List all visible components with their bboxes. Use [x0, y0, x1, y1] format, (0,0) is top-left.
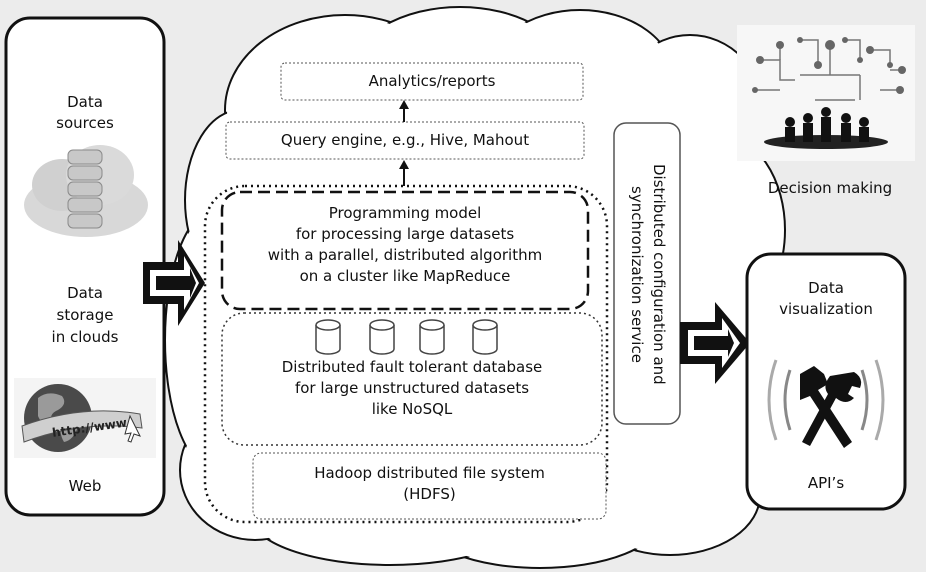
data-visualization-label: Data visualization — [779, 279, 873, 318]
analytics-label: Analytics/reports — [368, 72, 496, 90]
decision-making-label: Decision making — [767, 179, 893, 197]
analytics-box — [280, 62, 584, 101]
query-engine-label: Query engine, e.g., Hive, Mahout — [280, 131, 530, 149]
programming-model-box — [220, 190, 590, 311]
web-globe-icon: http://www — [14, 378, 156, 458]
cylinder-icon-2 — [369, 319, 395, 355]
cloud-storage-icon — [24, 145, 148, 237]
query-engine-box — [225, 121, 585, 160]
data-sources-label: Data sources — [56, 93, 114, 132]
sync-service-box — [613, 122, 681, 425]
cylinder-icon-4 — [472, 319, 498, 355]
arrow-model-to-query-head — [399, 160, 409, 169]
sync-service-label: Distributed configuration and synchroniz… — [628, 163, 668, 385]
web-label: Web — [68, 477, 102, 495]
right-arrow — [680, 302, 750, 384]
api-tools-icon — [767, 359, 885, 448]
hdfs-box — [252, 452, 607, 520]
arrow-query-to-analytics-head — [399, 100, 409, 109]
decision-making-network-icon — [737, 25, 915, 161]
cylinder-icon-1 — [315, 319, 341, 355]
hdfs-label: Hadoop distributed file system (HDFS) — [314, 464, 545, 503]
data-storage-label: Data storage in clouds — [51, 284, 119, 346]
programming-model-label: Programming model for processing large d… — [267, 204, 543, 285]
cylinder-icon-3 — [419, 319, 445, 355]
database-label: Distributed fault tolerant database for … — [281, 358, 543, 418]
apis-label: API’s — [807, 474, 845, 492]
database-cylinders — [315, 319, 498, 355]
left-arrow — [143, 240, 205, 326]
